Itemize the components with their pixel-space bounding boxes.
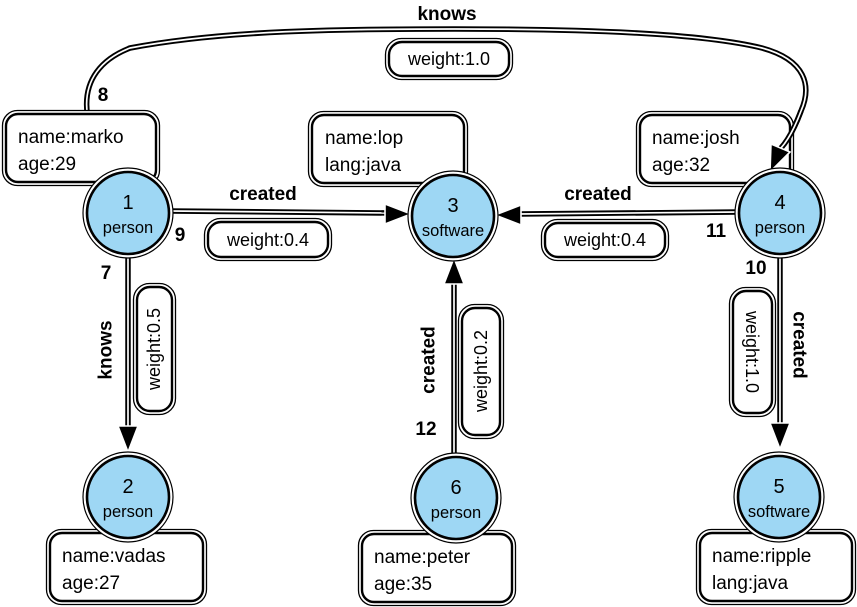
- weight-box-edge-10: weight:1.0: [728, 286, 777, 418]
- weight-box-edge-12: weight:0.2: [457, 303, 505, 440]
- edge-11-arrowhead: [492, 203, 522, 227]
- edge-10-arrowhead: [768, 422, 792, 452]
- weight-box-edge-11: weight:0.4: [540, 218, 670, 262]
- edge-11-core: [518, 211, 740, 215]
- edge-created-4-3: [492, 203, 744, 227]
- node-3-id: 3: [447, 195, 458, 217]
- edge-12-label: created: [419, 326, 440, 394]
- node-1-type: person: [103, 219, 153, 237]
- weight-box-11-body: [543, 221, 667, 259]
- props-box-vadas: [45, 528, 208, 606]
- node-4-id: 4: [774, 192, 785, 214]
- weight-box-10-body: [731, 289, 774, 415]
- props-vadas-line1: name:vadas: [62, 546, 166, 567]
- weight-label-11: weight:0.4: [563, 230, 646, 250]
- props-peter-line1: name:peter: [374, 547, 471, 568]
- props-box-ripple: [695, 528, 857, 606]
- node-1-circle: [85, 170, 171, 256]
- weight-box-edge-7: weight:0.5: [132, 282, 177, 416]
- node-1-id: 1: [122, 192, 133, 214]
- edge-12-arrowhead: [442, 255, 466, 285]
- weight-box-9-body: [206, 220, 330, 259]
- props-ripple-line2: lang:java: [712, 573, 788, 594]
- weight-label-10: weight:1.0: [742, 310, 762, 393]
- props-box-marko-body: [4, 112, 158, 184]
- edge-9-id: 9: [175, 225, 186, 246]
- edge-created-6-3: [442, 255, 466, 461]
- weight-box-12-body: [460, 306, 502, 437]
- node-3-type: software: [422, 222, 484, 240]
- node-2-id: 2: [122, 476, 133, 498]
- weight-box-7-body: [135, 285, 174, 413]
- node-2-circle: [85, 454, 171, 540]
- props-box-marko: [1, 109, 161, 187]
- weight-label-8: weight:1.0: [407, 49, 490, 69]
- node-5: 5 software: [733, 451, 825, 543]
- edge-8-arrowhead: [769, 142, 792, 175]
- edge-11-label: created: [564, 184, 632, 205]
- props-lop-line1: name:lop: [325, 128, 403, 149]
- edge-knows-1-4: [82, 24, 811, 181]
- edge-12-id: 12: [415, 419, 436, 440]
- props-box-josh: [635, 110, 795, 188]
- weight-box-8-body: [387, 40, 511, 78]
- props-box-lop-body: [310, 113, 466, 185]
- node-3-circle: [410, 173, 496, 259]
- props-box-lop: [307, 110, 469, 188]
- props-ripple-line1: name:ripple: [712, 546, 811, 567]
- node-6-id: 6: [450, 477, 461, 499]
- node-6-circle: [413, 455, 499, 541]
- node-2: 2 person: [82, 451, 174, 543]
- edge-7-label: knows: [96, 320, 117, 379]
- edge-8-label: knows: [417, 4, 476, 25]
- node-4-circle: [737, 170, 823, 256]
- edge-10-label: created: [789, 311, 810, 379]
- node-6: 6 person: [410, 452, 502, 544]
- edge-created-1-3: [165, 202, 414, 226]
- props-josh-line2: age:32: [652, 155, 710, 176]
- edge-11-id: 11: [706, 221, 727, 242]
- weight-label-7: weight:0.5: [144, 308, 164, 391]
- node-6-type: person: [431, 504, 481, 522]
- edge-8-id: 8: [98, 85, 109, 106]
- edge-9-core: [169, 210, 389, 214]
- weight-box-edge-9: weight:0.4: [203, 217, 333, 262]
- weight-box-edge-8: weight:1.0: [384, 37, 514, 81]
- props-marko-line1: name:marko: [18, 127, 124, 148]
- node-5-type: software: [748, 503, 810, 521]
- edge-9-label: created: [229, 184, 297, 205]
- props-marko-line2: age:29: [18, 154, 76, 175]
- node-4: 4 person: [734, 167, 826, 259]
- edge-7-id: 7: [101, 263, 112, 284]
- weight-label-12: weight:0.2: [471, 330, 491, 413]
- edge-created-4-5: [768, 249, 792, 452]
- node-3: 3 software: [407, 170, 499, 262]
- node-2-type: person: [103, 503, 153, 521]
- edge-7-arrowhead: [116, 425, 140, 455]
- node-5-circle: [736, 454, 822, 540]
- props-josh-line1: name:josh: [652, 128, 740, 149]
- node-1: 1 person: [82, 167, 174, 259]
- props-lop-line2: lang:java: [325, 155, 401, 176]
- edge-8-arrowhead-group: [769, 110, 804, 175]
- edge-10-id: 10: [745, 258, 766, 279]
- node-4-type: person: [755, 219, 805, 237]
- props-box-josh-body: [638, 113, 792, 185]
- props-box-peter: [357, 529, 517, 607]
- weight-label-9: weight:0.4: [226, 230, 309, 250]
- props-vadas-line2: age:27: [62, 573, 120, 594]
- edge-8-core: [85, 28, 807, 177]
- edge-knows-1-2: [116, 249, 140, 455]
- props-peter-line2: age:35: [374, 574, 432, 595]
- edge-9-arrowhead: [384, 202, 414, 226]
- node-5-id: 5: [773, 476, 784, 498]
